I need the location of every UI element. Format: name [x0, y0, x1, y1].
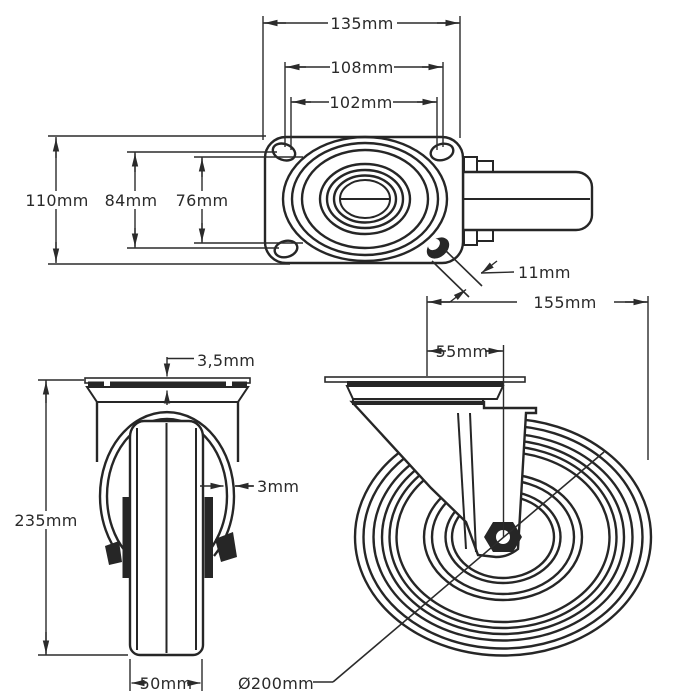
- front-view-wheel: [105, 419, 237, 657]
- dim-slot-width: 11mm: [431, 249, 571, 303]
- dim-label-11mm: 11mm: [518, 263, 571, 282]
- dim-total-height: 235mm: [14, 379, 128, 656]
- dim-label-235mm: 235mm: [14, 511, 77, 530]
- dim-hole-spacing-outer: 108mm: [284, 58, 444, 147]
- dim-label-102mm: 102mm: [329, 93, 392, 112]
- top-view: 135mm 108mm 102mm: [25, 14, 594, 303]
- dim-label-50mm: 50mm: [140, 674, 193, 693]
- dim-wheel-width: 50mm: [129, 659, 203, 693]
- side-view-plate: [324, 376, 526, 405]
- dim-plate-thickness: 3,5mm: [163, 351, 255, 405]
- dim-swivel-length: 155mm: [426, 293, 649, 460]
- side-view: 155mm 55mm Ø200mm: [238, 293, 653, 693]
- dim-label-3-5mm: 3,5mm: [197, 351, 255, 370]
- dim-label-3mm: 3mm: [257, 477, 299, 496]
- dim-label-110mm: 110mm: [25, 191, 88, 210]
- dim-plate-height: 110mm: [25, 135, 290, 265]
- dim-label-200mm: Ø200mm: [238, 674, 314, 693]
- dim-label-84mm: 84mm: [105, 191, 158, 210]
- front-view-fork-arch: [95, 402, 240, 557]
- dim-label-135mm: 135mm: [330, 14, 393, 33]
- front-view: 235mm 3,5mm 3mm 50mm: [14, 351, 299, 693]
- dim-plate-width: 135mm: [262, 14, 461, 140]
- top-view-swivel-rings: [281, 135, 449, 263]
- dim-label-108mm: 108mm: [330, 58, 393, 77]
- dim-label-155mm: 155mm: [533, 293, 596, 312]
- dim-hole-spacing-vertical: 84mm: [105, 151, 279, 249]
- dim-wheel-diameter: Ø200mm: [238, 451, 605, 693]
- front-view-plate: [84, 377, 251, 403]
- dim-label-55mm: 55mm: [436, 342, 489, 361]
- dim-hole-spacing-inner: 102mm: [290, 93, 438, 150]
- dim-swivel-offset: 55mm: [427, 342, 505, 537]
- top-view-wheel: [461, 156, 594, 246]
- dim-label-76mm: 76mm: [176, 191, 229, 210]
- top-view-bolt-holes: [271, 142, 455, 259]
- dim-fork-thickness: 3mm: [200, 477, 299, 496]
- side-view-fork: [349, 400, 538, 559]
- dim-hole-spacing-vertical-inner: 76mm: [176, 156, 303, 244]
